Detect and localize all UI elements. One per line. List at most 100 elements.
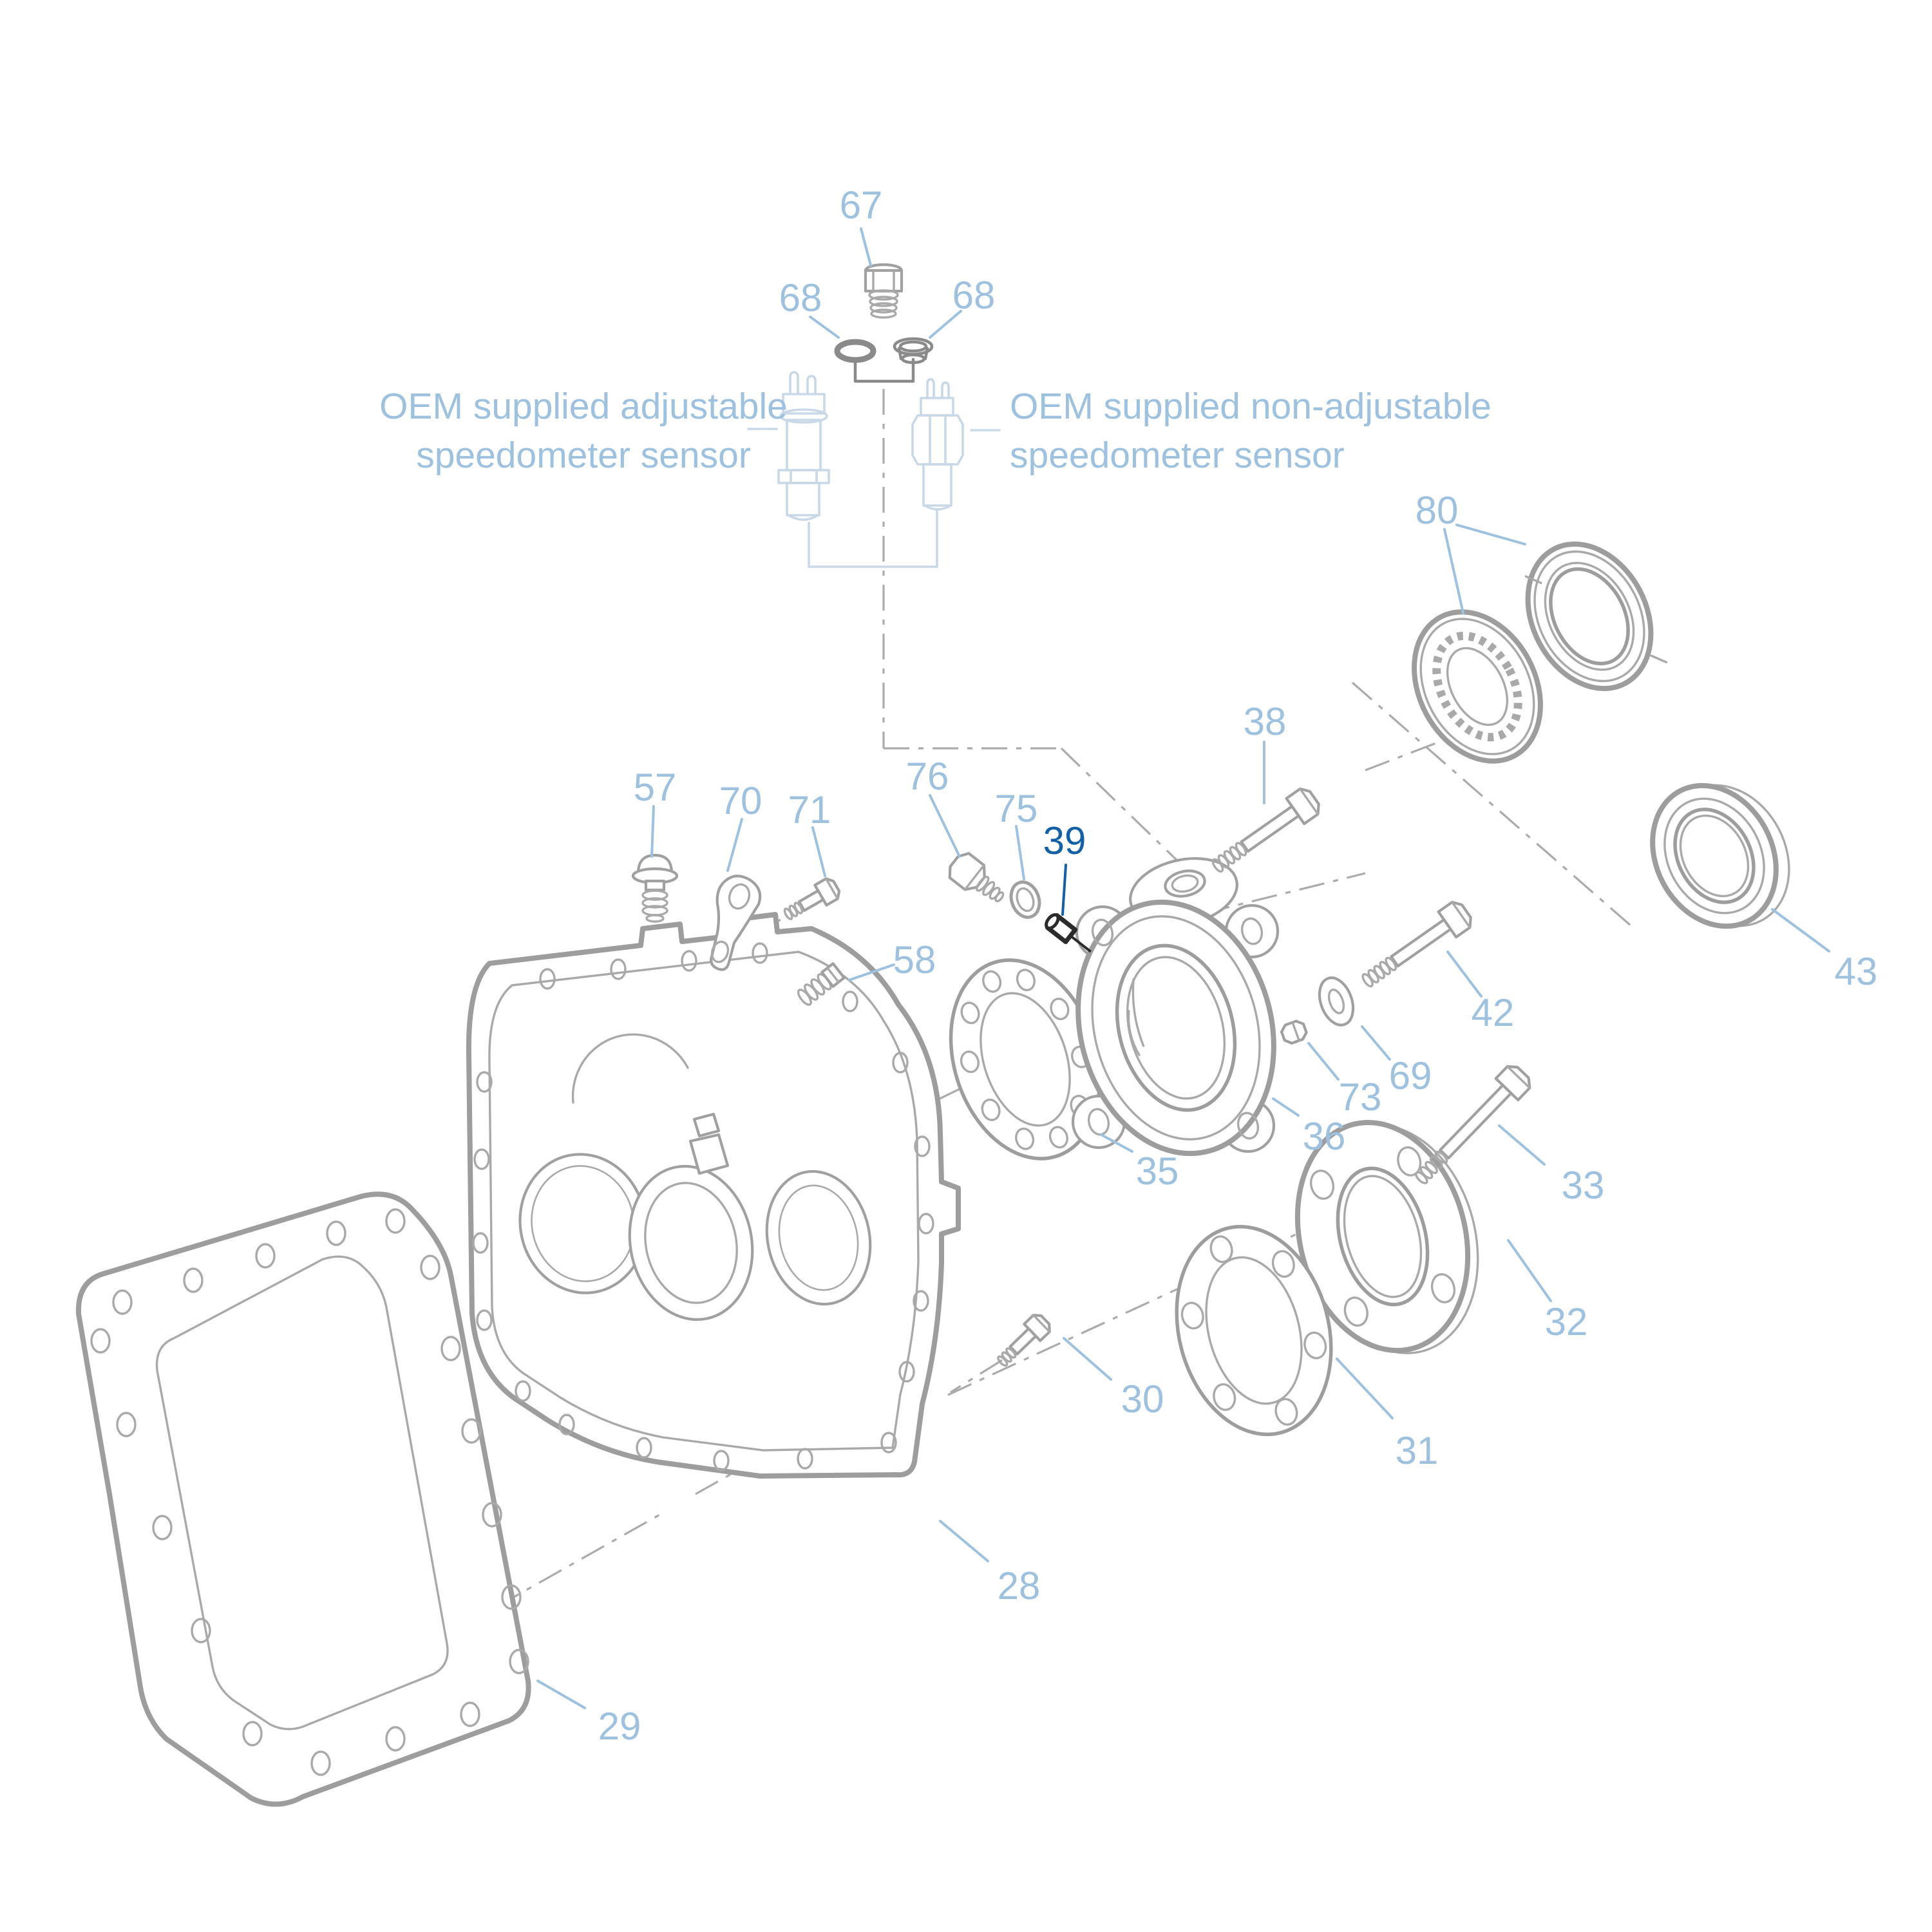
callout-43: 43 <box>1771 908 1878 993</box>
nut-73 <box>1280 1019 1308 1045</box>
o-ring-68a <box>834 339 876 363</box>
leader-line <box>726 818 743 872</box>
bolt-38 <box>1211 787 1320 873</box>
leader-line <box>1100 1133 1133 1153</box>
leader-line <box>811 826 826 877</box>
callout-28: 28 <box>939 1520 1040 1607</box>
part-number-33: 33 <box>1562 1164 1605 1207</box>
leader-line <box>860 227 872 267</box>
part-number-43: 43 <box>1835 950 1878 993</box>
seal-group-bracket <box>853 357 915 383</box>
part-number-35: 35 <box>1136 1150 1179 1193</box>
callout-30: 30 <box>1063 1337 1164 1421</box>
part-number-73: 73 <box>1339 1075 1382 1119</box>
gasket-31 <box>1175 1225 1333 1436</box>
callout-31: 31 <box>1336 1358 1439 1472</box>
leader-line <box>1507 1239 1552 1302</box>
callout-75: 75 <box>995 787 1038 880</box>
plug-76 <box>948 851 1005 903</box>
leader-line <box>1455 524 1526 545</box>
sensor-non-adjustable <box>808 378 1001 568</box>
leader-line <box>1361 1025 1391 1061</box>
part-number-39: 39 <box>1043 819 1086 862</box>
leader-line <box>1443 528 1464 614</box>
part-number-38: 38 <box>1244 700 1287 743</box>
callout-32: 32 <box>1507 1239 1587 1343</box>
bolt-33 <box>1414 1065 1531 1184</box>
bolt-30 <box>997 1314 1051 1367</box>
callout-69: 69 <box>1361 1025 1432 1097</box>
seal-cup-68b <box>893 337 934 365</box>
part-number-70: 70 <box>719 779 762 822</box>
part-number-76: 76 <box>906 755 949 798</box>
leader-line <box>650 805 655 858</box>
part-number-69: 69 <box>1389 1054 1432 1097</box>
part-number-31: 31 <box>1396 1429 1439 1472</box>
part-number-71: 71 <box>788 788 831 831</box>
callout-80: 80 <box>1416 489 1526 614</box>
part-number-29: 29 <box>598 1705 641 1748</box>
seal-80b <box>1524 541 1668 692</box>
callout-68-left: 68 <box>779 276 840 339</box>
part-number-30: 30 <box>1121 1378 1164 1421</box>
callout-70: 70 <box>719 779 762 872</box>
callout-67: 67 <box>840 184 883 267</box>
bearing-housing-36 <box>1071 857 1280 1157</box>
leader-line <box>1498 1124 1546 1166</box>
sensor-adjustable <box>747 371 830 568</box>
callout-71: 71 <box>788 788 831 877</box>
rear-housing-28 <box>466 912 961 1479</box>
callout-38: 38 <box>1244 700 1287 804</box>
leader-line <box>1771 908 1830 952</box>
callout-35: 35 <box>1100 1133 1179 1193</box>
leader-line <box>848 963 895 981</box>
o-ring-75 <box>1009 880 1041 919</box>
part-number-67: 67 <box>840 184 883 227</box>
gasket-29 <box>75 1191 531 1807</box>
leader-line <box>1446 951 1482 998</box>
part-number-75: 75 <box>995 787 1038 830</box>
part-number-68-right: 68 <box>952 274 996 317</box>
callout-29: 29 <box>536 1680 641 1748</box>
part-number-80: 80 <box>1416 489 1459 532</box>
callout-57: 57 <box>634 766 677 858</box>
leader-line <box>1063 1337 1112 1381</box>
bolt-42 <box>1361 900 1472 988</box>
leader-line <box>1336 1358 1394 1419</box>
part-number-36: 36 <box>1303 1115 1346 1158</box>
bracket-70 <box>710 875 762 971</box>
callout-58: 58 <box>848 938 936 981</box>
leader-line <box>809 316 840 339</box>
oil-seal-43 <box>1650 782 1790 929</box>
callout-39: 39 <box>1043 819 1086 916</box>
leader-line <box>929 310 962 339</box>
leader-line <box>1015 825 1025 880</box>
leader-line <box>939 1520 989 1562</box>
callout-73: 73 <box>1307 1042 1382 1119</box>
leader-line <box>1061 864 1067 916</box>
bolt-71 <box>783 877 841 920</box>
part-number-58: 58 <box>893 938 936 981</box>
leader-line <box>1307 1042 1340 1081</box>
plug-bolt-67 <box>864 263 904 319</box>
set-screw-58 <box>797 962 846 1006</box>
retainer-plate-32 <box>1294 1120 1479 1354</box>
callout-76: 76 <box>906 755 961 858</box>
part-number-68-left: 68 <box>779 276 822 319</box>
leader-line <box>929 794 961 858</box>
tone-ring-80a <box>1412 609 1543 764</box>
pin-39 <box>1045 913 1092 953</box>
callout-36: 36 <box>1272 1097 1346 1158</box>
leader-line <box>1272 1097 1300 1117</box>
part-number-42: 42 <box>1472 991 1515 1034</box>
washer-69 <box>1318 976 1355 1027</box>
callout-42: 42 <box>1446 951 1515 1034</box>
callout-68-right: 68 <box>929 274 996 339</box>
part-number-57: 57 <box>634 766 677 809</box>
